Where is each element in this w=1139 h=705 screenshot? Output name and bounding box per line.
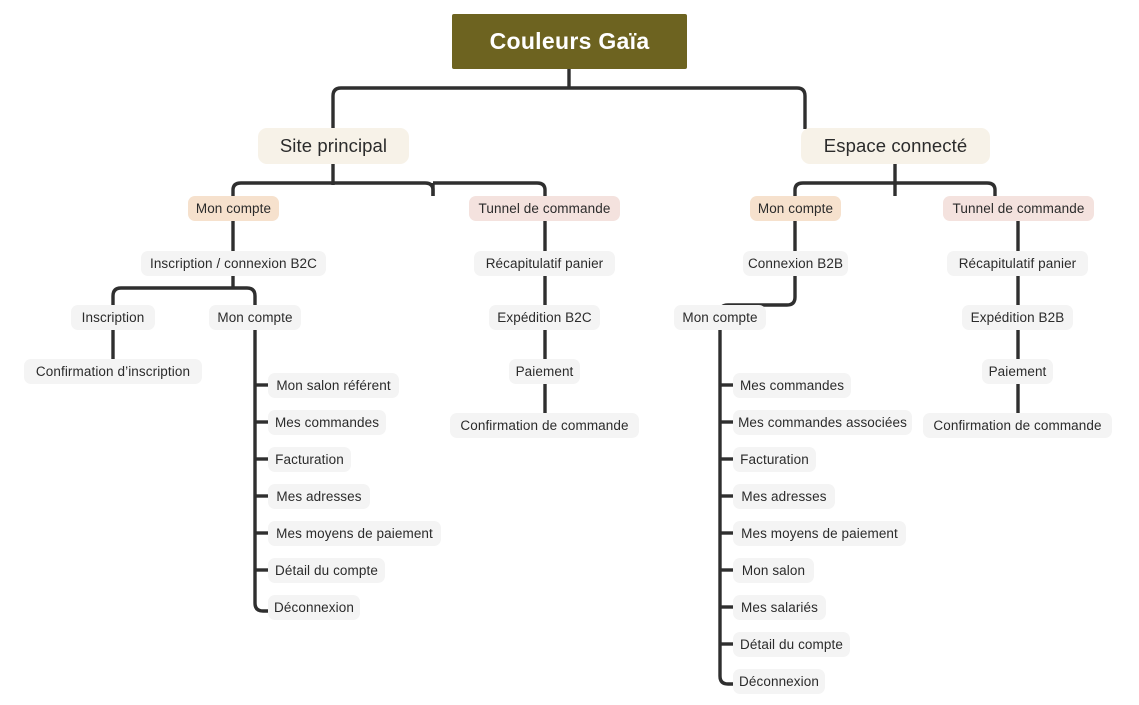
list-item[interactable]: Mes moyens de paiement — [733, 521, 906, 546]
node-left-confirmation-commande[interactable]: Confirmation de commande — [450, 413, 639, 438]
node-label: Inscription — [81, 310, 145, 325]
node-label: Récapitulatif panier — [485, 256, 604, 271]
node-label: Facturation — [740, 452, 809, 467]
list-item[interactable]: Déconnexion — [733, 669, 825, 694]
node-label: Facturation — [275, 452, 344, 467]
node-label: Mes moyens de paiement — [276, 526, 433, 541]
list-item[interactable]: Déconnexion — [268, 595, 360, 620]
node-label: Détail du compte — [275, 563, 378, 578]
node-label: Déconnexion — [274, 600, 354, 615]
node-label: Confirmation d’inscription — [35, 364, 191, 379]
node-label: Mon compte — [682, 310, 758, 325]
node-label: Confirmation de commande — [933, 418, 1102, 433]
node-expedition-b2b[interactable]: Expédition B2B — [962, 305, 1073, 330]
list-item[interactable]: Mes commandes — [268, 410, 386, 435]
node-label: Connexion B2B — [747, 256, 844, 271]
list-item[interactable]: Facturation — [733, 447, 816, 472]
node-label: Mes moyens de paiement — [741, 526, 898, 541]
list-item[interactable]: Facturation — [268, 447, 351, 472]
node-label: Mon compte — [217, 310, 293, 325]
node-label: Mes commandes associées — [738, 415, 907, 430]
list-item[interactable]: Mon salon référent — [268, 373, 399, 398]
list-item[interactable]: Mes commandes associées — [733, 410, 912, 435]
list-item[interactable]: Détail du compte — [268, 558, 385, 583]
node-right-mon-compte[interactable]: Mon compte — [750, 196, 841, 221]
section-node-label: Espace connecté — [823, 135, 968, 156]
node-left-recapitulatif-panier[interactable]: Récapitulatif panier — [474, 251, 615, 276]
node-expedition-b2c[interactable]: Expédition B2C — [489, 305, 600, 330]
node-confirmation-inscription[interactable]: Confirmation d’inscription — [24, 359, 202, 384]
node-label: Inscription / connexion B2C — [149, 256, 318, 271]
node-label: Mes commandes — [274, 415, 380, 430]
root-node-couleurs-gaia[interactable]: Couleurs Gaïa — [452, 14, 687, 69]
section-node-site-principal[interactable]: Site principal — [258, 128, 409, 164]
node-right-paiement[interactable]: Paiement — [982, 359, 1053, 384]
node-right-confirmation-commande[interactable]: Confirmation de commande — [923, 413, 1112, 438]
node-inscription-connexion-b2c[interactable]: Inscription / connexion B2C — [141, 251, 326, 276]
node-label: Confirmation de commande — [460, 418, 629, 433]
list-item[interactable]: Mon salon — [733, 558, 814, 583]
node-inscription[interactable]: Inscription — [71, 305, 155, 330]
root-node-label: Couleurs Gaïa — [489, 28, 650, 54]
node-label: Déconnexion — [739, 674, 819, 689]
node-label: Mon compte — [195, 201, 272, 216]
node-left-paiement[interactable]: Paiement — [509, 359, 580, 384]
list-item[interactable]: Mes commandes — [733, 373, 851, 398]
node-left-compte[interactable]: Mon compte — [209, 305, 301, 330]
node-label: Mon salon référent — [276, 378, 391, 393]
section-node-espace-connecte[interactable]: Espace connecté — [801, 128, 990, 164]
node-label: Mon compte — [757, 201, 834, 216]
node-right-tunnel-de-commande[interactable]: Tunnel de commande — [943, 196, 1094, 221]
node-label: Mes commandes — [739, 378, 845, 393]
section-node-label: Site principal — [279, 135, 388, 156]
list-item[interactable]: Mes salariés — [733, 595, 826, 620]
node-right-compte[interactable]: Mon compte — [674, 305, 766, 330]
list-item[interactable]: Détail du compte — [733, 632, 850, 657]
list-item[interactable]: Mes moyens de paiement — [268, 521, 441, 546]
node-right-recapitulatif-panier[interactable]: Récapitulatif panier — [947, 251, 1088, 276]
node-label: Expédition B2C — [497, 310, 592, 325]
node-label: Paiement — [988, 364, 1047, 379]
node-label: Mes salariés — [741, 600, 818, 615]
node-label: Tunnel de commande — [952, 201, 1085, 216]
node-label: Récapitulatif panier — [958, 256, 1077, 271]
node-left-tunnel-de-commande[interactable]: Tunnel de commande — [469, 196, 620, 221]
node-label: Mon salon — [741, 563, 806, 578]
node-label: Détail du compte — [740, 637, 843, 652]
node-left-mon-compte[interactable]: Mon compte — [188, 196, 279, 221]
node-connexion-b2b[interactable]: Connexion B2B — [743, 251, 848, 276]
list-item[interactable]: Mes adresses — [268, 484, 370, 509]
node-label: Expédition B2B — [970, 310, 1065, 325]
list-item[interactable]: Mes adresses — [733, 484, 835, 509]
node-label: Mes adresses — [741, 489, 827, 504]
node-label: Mes adresses — [276, 489, 362, 504]
node-label: Tunnel de commande — [478, 201, 611, 216]
node-label: Paiement — [515, 364, 574, 379]
